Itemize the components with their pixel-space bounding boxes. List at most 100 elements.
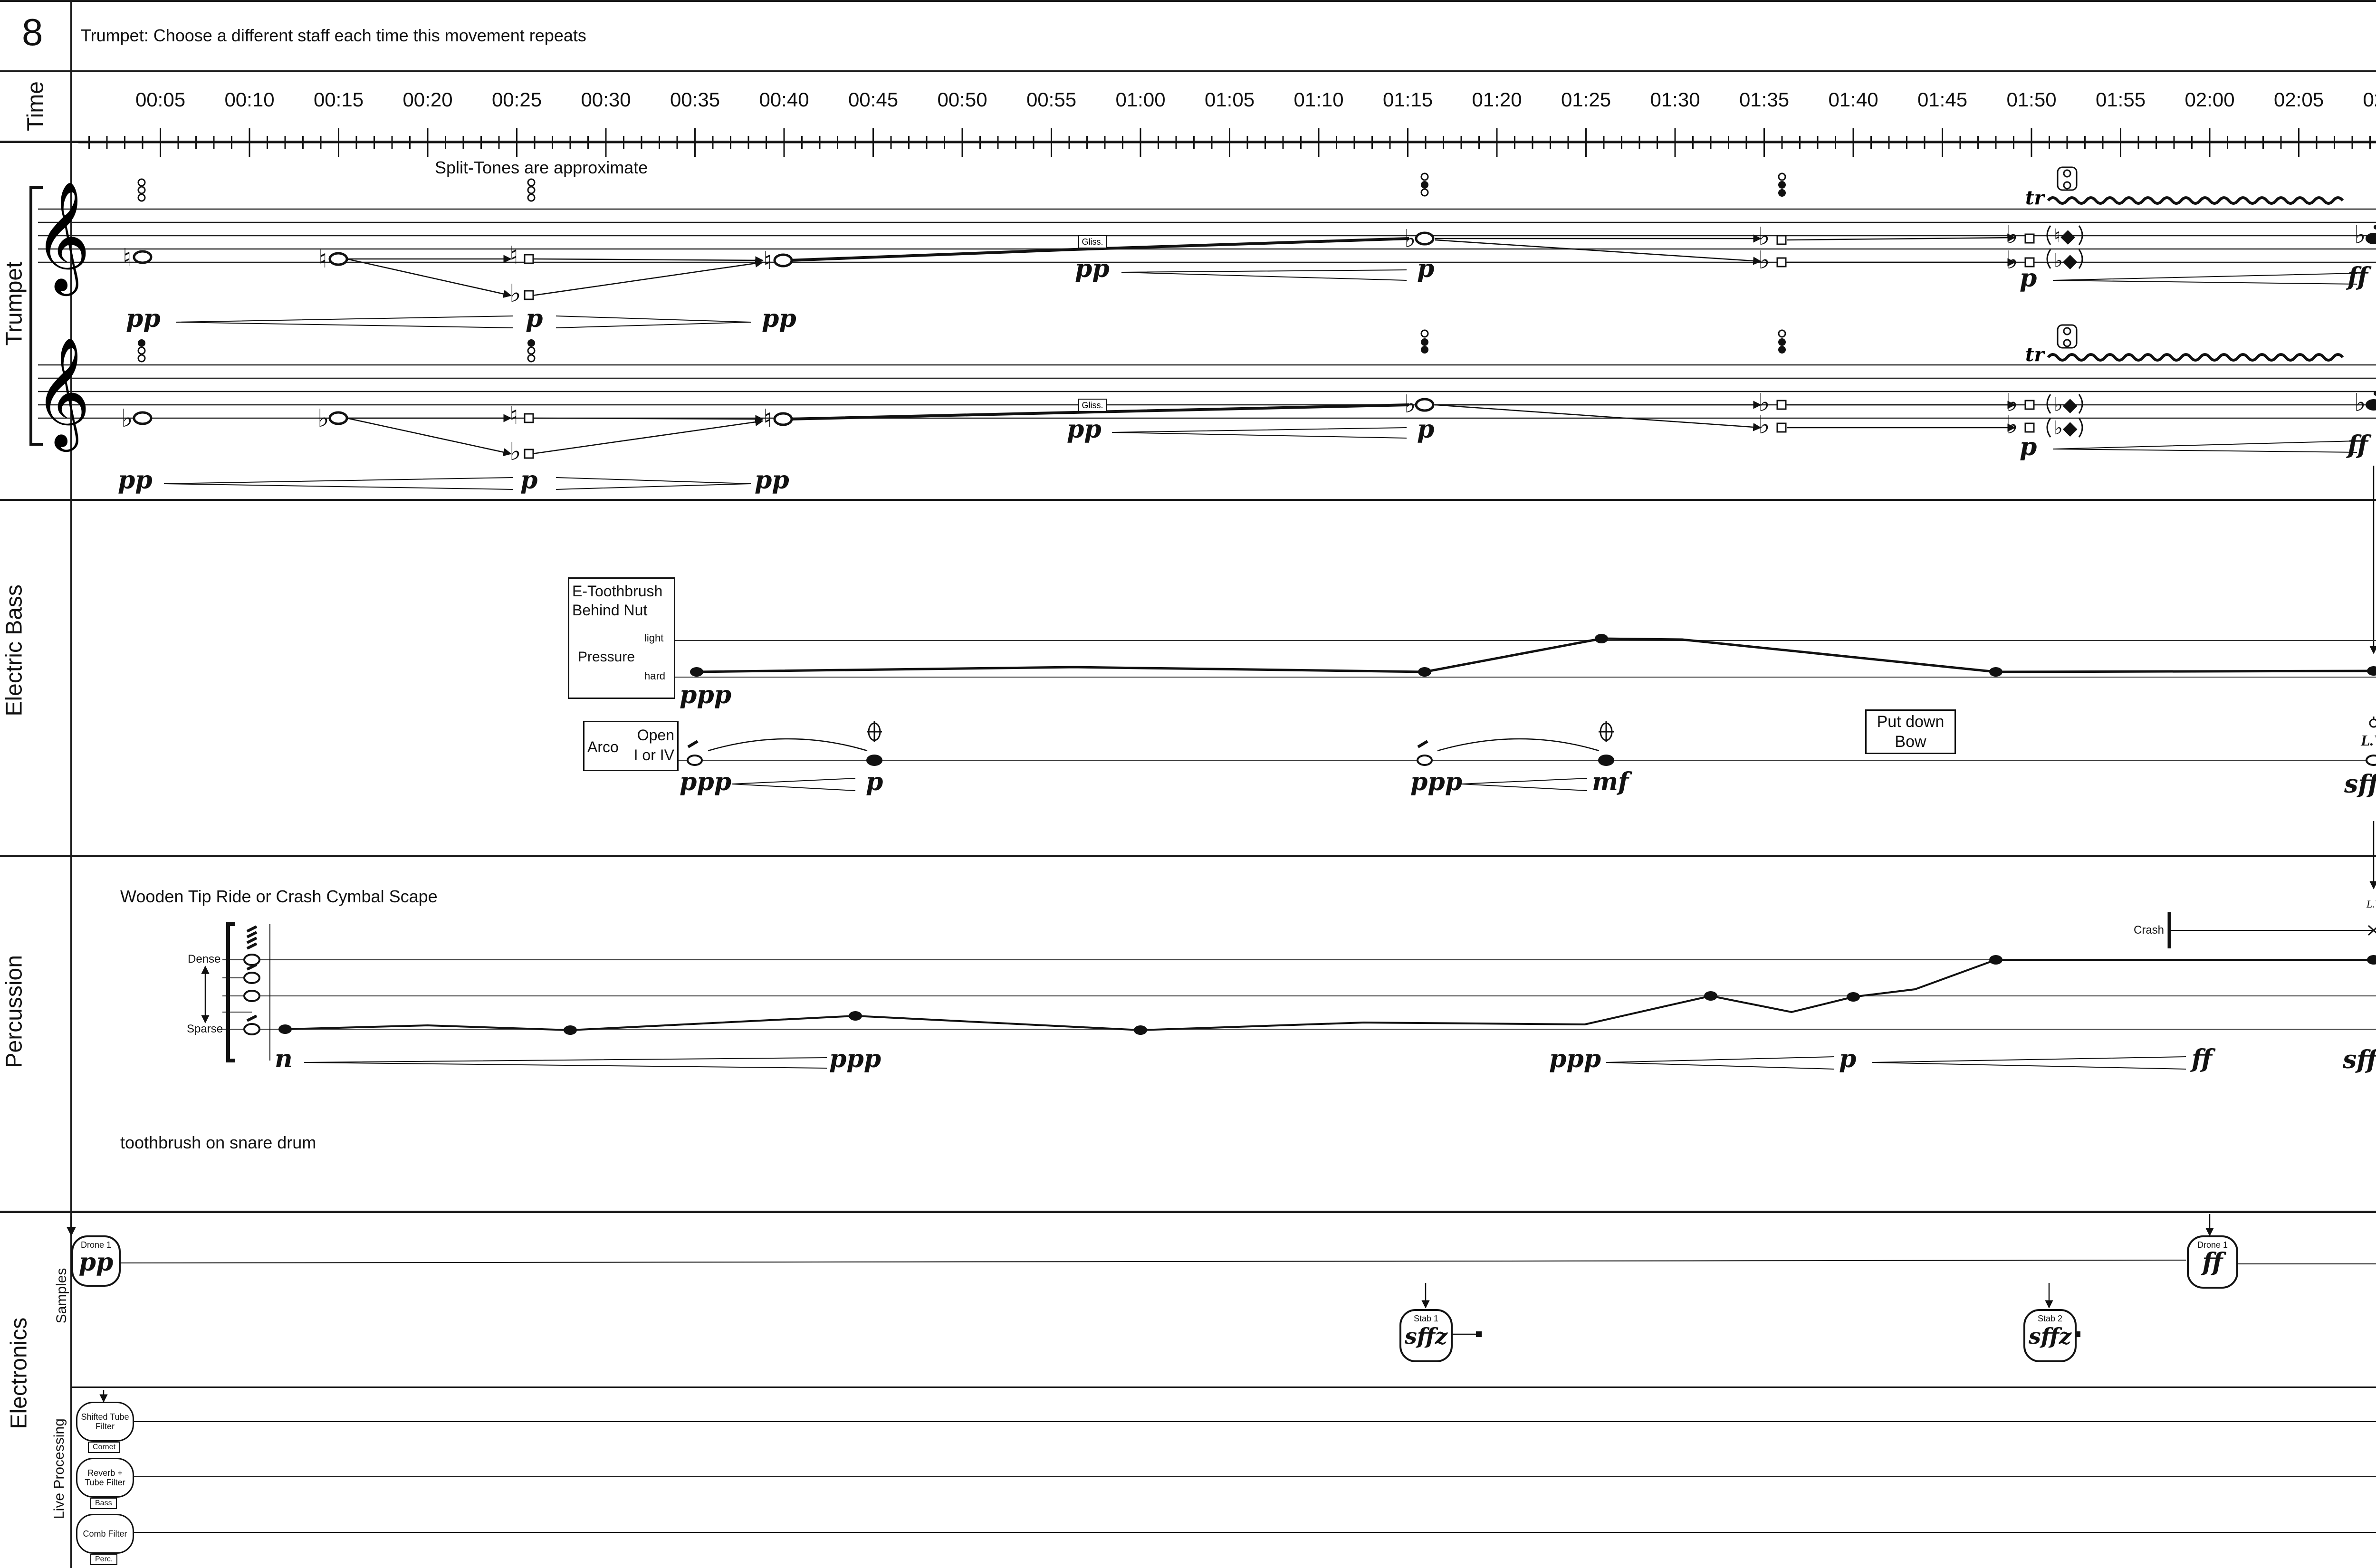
trill-sign-1: tr [2025, 187, 2045, 209]
gliss-label-1: Gliss. [1082, 237, 1103, 247]
parenthetical-notes-2 [2046, 394, 2083, 438]
time-tick-label: 00:35 [670, 88, 720, 111]
bass-dyn-ppp-arco1: ppp [680, 767, 732, 796]
gliss-box-2 [1078, 399, 1107, 412]
sample-stab1: Stab 1 sffz [1399, 1309, 1453, 1362]
arco-label: Arco [587, 738, 619, 755]
svg-text:♮◆: ♮◆ [2054, 225, 2075, 247]
perc-crash-label: Crash [2134, 924, 2165, 937]
svg-text:♭: ♭ [509, 438, 521, 466]
time-tick-label: 00:20 [402, 88, 453, 111]
open-string-label: Open I or IV [633, 727, 674, 764]
tpt2-dyn-p-trill: p [2020, 432, 2037, 461]
treble-clef-1: 𝄞 [34, 181, 90, 296]
time-tick-label: 01:30 [1650, 88, 1700, 111]
split-tone-note: Split-Tones are approximate [435, 158, 648, 177]
gliss-box-1 [1078, 235, 1107, 249]
perc-lv: L.V. [2366, 898, 2376, 910]
trumpet-staff1-accidentals: ♮♮ ♮♭ ♮♭ ♭♭ ♭♭ ♭ [123, 221, 2366, 308]
bass-pressure-contour [696, 637, 2374, 673]
time-tick-label: 00:30 [581, 88, 631, 111]
trill-sign-2: tr [2025, 344, 2045, 366]
perc-density-contour [285, 959, 2374, 1032]
perc-title: Wooden Tip Ride or Crash Cymbal Scape [120, 887, 438, 906]
bass-dyn-sffz: sffz [2344, 770, 2376, 799]
tpt2-dyn-p-gliss: p [1417, 415, 1435, 444]
lp-comb-filter: Comb Filter [76, 1514, 134, 1554]
lp-tag-cornet: Cornet [88, 1442, 121, 1453]
svg-text:♭: ♭ [1758, 389, 1770, 417]
bass-arco-notes [687, 755, 2376, 766]
tpt1-dyn-p-mid: p [526, 304, 543, 333]
time-tick-label: 00:25 [491, 88, 542, 111]
tpt1-dyn-pp-gliss: pp [1075, 254, 1110, 283]
time-tick-label: 01:45 [1917, 88, 1968, 111]
svg-text:♭: ♭ [1758, 411, 1770, 440]
pressure-hard: hard [644, 670, 666, 682]
header-instruction: Trumpet: Choose a different staff each t… [81, 26, 586, 45]
split-tone-circles-1 [137, 172, 1786, 202]
perc-footer: toothbrush on snare drum [120, 1133, 316, 1152]
svg-text:♮: ♮ [763, 404, 772, 433]
time-tick-label: 00:10 [224, 88, 275, 111]
toothbrush-box: E-Toothbrush Behind Nut light Pressure h… [568, 577, 675, 699]
trumpet-staff2-notes [133, 398, 2035, 459]
crash-x-notehead [2367, 925, 2376, 936]
pressure-light: light [644, 632, 664, 644]
svg-text:♭: ♭ [2006, 246, 2018, 275]
bass-divider [0, 855, 2376, 857]
final-note-1 [2366, 233, 2376, 244]
time-tick-label: 01:25 [1561, 88, 1611, 111]
time-tick-label: 01:00 [1115, 88, 1166, 111]
time-tick-label: 01:55 [2095, 88, 2146, 111]
lp-tag-perc: Perc. [90, 1554, 118, 1565]
trill-aux-note-2 [2057, 324, 2078, 349]
svg-text:♭: ♭ [1758, 246, 1770, 275]
trumpet-divider [0, 499, 2376, 501]
time-tick-label: 01:20 [1472, 88, 1522, 111]
svg-text:♮: ♮ [509, 402, 518, 430]
tpt1-dyn-pp-start: pp [126, 304, 161, 333]
svg-text:♭: ♭ [1404, 390, 1416, 419]
trumpet-staff2-hairpins [163, 427, 2357, 490]
time-tick-label: 00:50 [937, 88, 987, 111]
top-border [0, 0, 2376, 2]
tpt2-dyn-pp-gliss: pp [1067, 415, 1102, 444]
trumpet-staff1-lines [346, 233, 2016, 298]
time-tick-label: 01:05 [1204, 88, 1255, 111]
perc-dyn-ppp-1: ppp [829, 1044, 881, 1073]
tpt2-dyn-pp-start: pp [118, 466, 153, 495]
svg-text:♭: ♭ [121, 404, 133, 433]
header-divider [0, 70, 2376, 72]
svg-text:♮: ♮ [763, 247, 772, 275]
perc-staff-lines [222, 959, 2376, 1030]
bass-slurs [708, 738, 1600, 752]
svg-text:♭: ♭ [2354, 389, 2366, 417]
bow-marks [687, 740, 1428, 748]
time-tick-label: 00:55 [1026, 88, 1077, 111]
lp-reverb-tube-filter: Reverb + Tube Filter [76, 1458, 134, 1498]
trumpet-staff1-hairpins [175, 269, 2357, 328]
perc-tremolo-marks [246, 925, 258, 1022]
svg-text:♭◆: ♭◆ [2054, 417, 2078, 439]
treble-clef-2: 𝄞 [34, 336, 90, 452]
svg-text:♮: ♮ [509, 241, 518, 270]
time-tick-label: 00:40 [759, 88, 809, 111]
lp-tag-bass: Bass [90, 1498, 117, 1509]
staff-bracket [29, 186, 43, 446]
parenthetical-notes-1 [2046, 225, 2083, 269]
perc-sparse: Sparse [187, 1023, 223, 1035]
perc-density-notes [243, 954, 260, 1035]
final-note-2 [2366, 399, 2376, 411]
time-tick-label: 01:15 [1382, 88, 1433, 111]
trumpet-staff2-lines [346, 401, 2016, 457]
perc-hairpins [304, 1056, 2186, 1070]
tpt1-dyn-ff: ff [2347, 262, 2368, 291]
label-column-divider [70, 0, 72, 1568]
toothbrush-title: E-Toothbrush Behind Nut [572, 583, 663, 619]
sample-drone1-end: Drone 1 ff [2187, 1235, 2238, 1289]
svg-text:♭: ♭ [1758, 222, 1770, 251]
split-tone-circles-2 [137, 329, 1786, 363]
time-tick-label: 01:50 [2006, 88, 2057, 111]
